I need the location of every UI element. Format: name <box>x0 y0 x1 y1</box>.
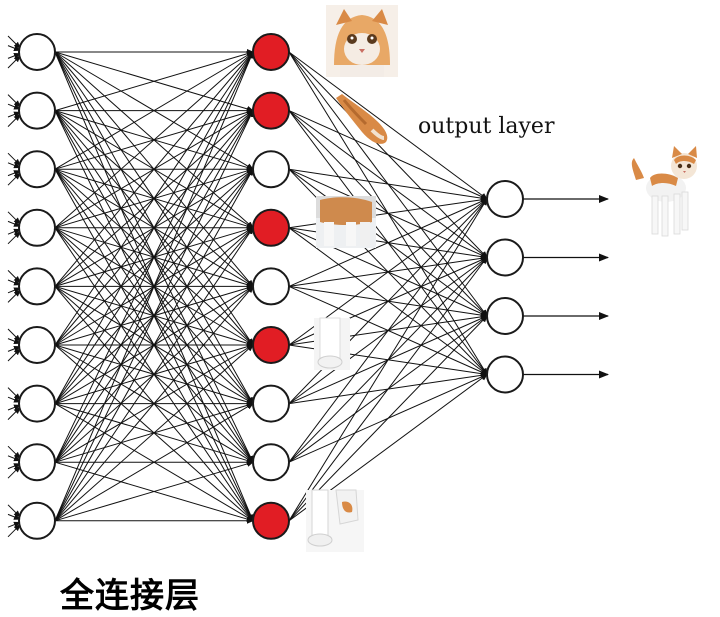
edge-hidden-output <box>288 110 488 200</box>
cat-paw-image <box>306 489 364 552</box>
edge-input-hidden <box>54 51 254 287</box>
input-arrow <box>7 103 21 110</box>
input-arrow <box>7 279 21 286</box>
input-arrow <box>7 465 21 479</box>
edge-hidden-output <box>288 51 488 200</box>
input-arrow <box>7 220 21 227</box>
input-arrow <box>7 113 21 127</box>
cat-tail-image <box>336 94 388 144</box>
input-arrow <box>7 524 21 538</box>
input-neuron <box>18 501 56 540</box>
input-arrows <box>7 35 21 538</box>
edge-input-hidden <box>54 51 254 170</box>
hidden-neuron <box>252 384 290 423</box>
hidden-neuron-active <box>252 501 290 540</box>
hidden-neuron <box>252 150 290 189</box>
cat-result-image <box>631 146 697 237</box>
input-arrow <box>7 45 21 51</box>
edge-input-hidden <box>54 51 254 404</box>
cat-leg-image <box>314 317 350 370</box>
edge-hidden-output <box>288 168 488 202</box>
output-neuron <box>486 238 524 277</box>
input-neuron <box>18 33 56 71</box>
edge-hidden-output <box>288 198 488 463</box>
output-neuron <box>486 180 524 218</box>
output-neuron <box>486 355 524 394</box>
cat-body-image <box>316 196 376 248</box>
input-neuron <box>18 326 56 364</box>
input-arrow <box>7 289 21 303</box>
edge-input-hidden <box>54 168 254 522</box>
input-neuron <box>18 150 56 189</box>
input-neuron <box>18 208 56 247</box>
edge-input-hidden <box>54 109 254 522</box>
hidden-neuron-active <box>252 208 290 247</box>
hidden-neuron <box>252 267 290 306</box>
edge-input-hidden <box>54 285 254 522</box>
input-arrow <box>7 513 21 520</box>
hidden-output-edges <box>288 51 488 522</box>
edge-input-hidden <box>54 344 254 522</box>
edge-input-hidden <box>54 51 254 346</box>
input-arrow <box>7 406 21 420</box>
cat-face-image <box>326 5 398 77</box>
hidden-neuron-active <box>252 91 290 130</box>
edge-input-hidden <box>54 50 254 112</box>
output-arrows <box>523 195 609 379</box>
input-neuron <box>18 267 56 306</box>
hidden-neuron-active <box>252 326 290 364</box>
edge-hidden-output <box>288 198 488 522</box>
output-neuron <box>486 297 524 335</box>
hidden-neuron <box>252 443 290 482</box>
edge-input-hidden <box>54 51 254 521</box>
output-layer-label: output layer <box>418 114 555 139</box>
input-neuron <box>18 91 56 130</box>
edge-input-hidden <box>54 51 254 229</box>
input-arrow <box>7 348 21 362</box>
input-arrow <box>7 162 21 169</box>
edge-input-hidden <box>54 403 254 522</box>
edge-input-hidden <box>54 51 254 463</box>
input-arrow <box>7 455 21 462</box>
input-arrow <box>7 338 21 344</box>
edge-hidden-output <box>288 256 488 522</box>
caption-fully-connected-layer: 全连接层 <box>60 576 200 616</box>
input-arrow <box>7 396 21 403</box>
edge-input-hidden <box>54 461 254 522</box>
neurons <box>18 33 524 540</box>
hidden-neuron-active <box>252 33 290 71</box>
input-arrow <box>7 172 21 186</box>
edge-input-hidden <box>54 226 254 522</box>
edge-hidden-output <box>288 315 488 522</box>
input-arrow <box>7 55 21 69</box>
edge-hidden-output <box>288 198 488 287</box>
input-neuron <box>18 443 56 482</box>
input-arrow <box>7 231 21 245</box>
input-hidden-edges <box>54 49 254 524</box>
input-neuron <box>18 384 56 423</box>
